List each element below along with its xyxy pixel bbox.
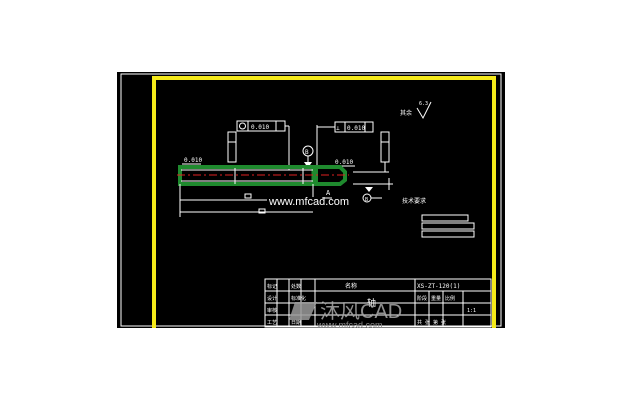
svg-text:重量: 重量 <box>431 295 441 302</box>
notes-title: 技术要求 <box>402 197 426 205</box>
roughness-note: 其余 6.3 <box>400 101 432 120</box>
tolerance-frame-right-vertical <box>380 131 390 172</box>
notes-line-3 <box>421 230 475 238</box>
svg-text:工艺: 工艺 <box>267 320 277 326</box>
svg-text:B: B <box>365 197 368 203</box>
drawing-number: XS-ZT-120(1) <box>417 283 460 290</box>
svg-text:阶段: 阶段 <box>417 295 427 302</box>
cad-drawing: 其余 6.3 0.010 ⊥ 0.010 0.010 0.010 B <box>120 73 502 328</box>
svg-text:沐风CAD: 沐风CAD <box>320 300 402 323</box>
right-tol-value: 0.010 <box>347 125 365 132</box>
logo-mark-icon <box>289 302 317 320</box>
datum-a-marker: A B <box>322 187 382 203</box>
svg-text:共 张 第 张: 共 张 第 张 <box>417 319 446 326</box>
roughness-value: 6.3 <box>419 101 428 107</box>
svg-text:标准化: 标准化 <box>291 295 306 302</box>
svg-text:标记: 标记 <box>267 283 277 290</box>
left-tol-label: 0.010 <box>184 157 202 164</box>
shaft-body-right <box>314 165 347 186</box>
svg-text:B: B <box>305 149 309 156</box>
datum-b-marker: B <box>302 145 314 168</box>
svg-text:比例: 比例 <box>445 295 455 302</box>
tolerance-frame-mid: 0.010 <box>236 120 290 170</box>
roughness-label: 其余 <box>400 109 412 117</box>
watermark-url-bottom: www.mfcad.com <box>316 320 383 328</box>
mid-tol-value: 0.010 <box>251 124 269 131</box>
svg-text:日期: 日期 <box>291 320 301 326</box>
name-label: 名称 <box>345 282 357 290</box>
roughness-symbol-icon <box>416 101 432 120</box>
svg-text:1:1: 1:1 <box>467 308 476 314</box>
sheet-border <box>120 73 502 327</box>
svg-text:审核: 审核 <box>267 307 277 314</box>
concentricity-icon <box>239 122 246 130</box>
tolerance-frame-left-vertical <box>227 131 237 163</box>
svg-text:A: A <box>326 189 331 197</box>
notes-line-1 <box>421 214 469 222</box>
drawing-frame <box>152 76 496 328</box>
shaft-part[interactable] <box>177 165 349 186</box>
svg-text:处数: 处数 <box>291 283 301 290</box>
perpendicular-icon: ⊥ <box>336 125 340 132</box>
watermark-logo: 沐风CAD <box>289 300 402 323</box>
cad-viewport[interactable]: 其余 6.3 0.010 ⊥ 0.010 0.010 0.010 B <box>117 72 505 328</box>
svg-text:设计: 设计 <box>267 295 277 302</box>
notes-line-2 <box>421 222 475 230</box>
tolerance-frame-right: ⊥ 0.010 <box>316 121 374 175</box>
part-name: 轴 <box>367 297 376 309</box>
right-tol-label: 0.010 <box>335 159 353 166</box>
watermark-url: www.mfcad.com <box>268 196 349 208</box>
